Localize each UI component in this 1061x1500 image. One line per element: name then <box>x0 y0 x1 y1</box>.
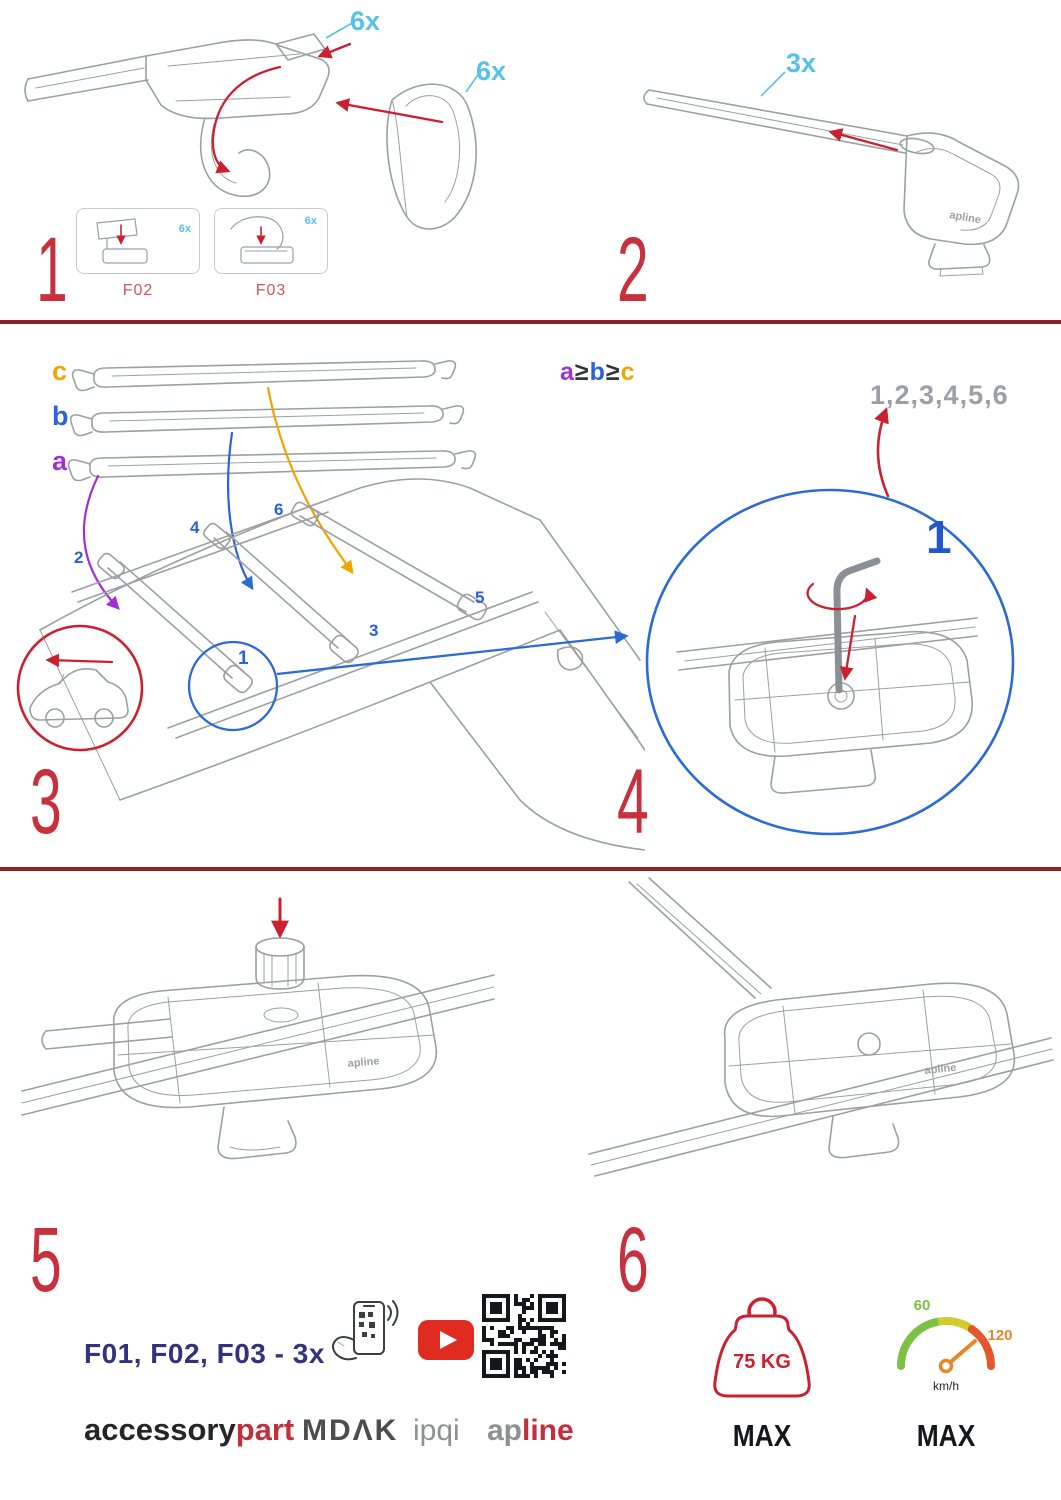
leader-lines <box>325 21 481 93</box>
formula-ge: ≥ <box>574 358 590 386</box>
step-number-6: 6 <box>617 1209 649 1311</box>
clamp-detail-drawing <box>676 617 978 794</box>
weight-value: 75 KG <box>733 1351 791 1373</box>
leader-a <box>82 474 120 610</box>
tighten-sequence: 1,2,3,4,5,6 <box>870 380 1009 410</box>
rotate-arrow <box>806 582 878 611</box>
formula-b: b <box>589 358 606 386</box>
callout-circle <box>187 640 279 732</box>
zoom-arrow <box>276 630 629 676</box>
step4-illustration <box>645 488 1015 836</box>
bar-label-c: c <box>52 356 68 386</box>
step-number-2: 2 <box>617 219 649 321</box>
position-3: 3 <box>369 621 379 640</box>
assembly-arrows <box>211 42 444 174</box>
speed-max-label: MAX <box>916 1418 976 1453</box>
position-5: 5 <box>475 588 485 607</box>
step-number-4: 4 <box>617 751 649 853</box>
part-box-f03: 6x <box>214 208 328 274</box>
callout-number: 1 <box>926 511 952 563</box>
step-number-5: 5 <box>30 1209 62 1311</box>
step2-illustration: apline <box>643 71 1020 277</box>
zoom-circle <box>645 488 1015 836</box>
bar-label-a: a <box>52 446 68 476</box>
part-code-label: F02 <box>122 282 154 299</box>
formula-ge: ≥ <box>605 358 621 386</box>
speed-unit-label: km/h <box>933 1379 959 1393</box>
apline-logo-small: apline <box>948 209 981 226</box>
brand-line-text: line <box>522 1414 574 1447</box>
leader-line <box>760 71 786 97</box>
speed-low-label: 60 <box>914 1297 931 1314</box>
section-divider <box>0 867 1061 871</box>
qr-code-icon <box>482 1294 566 1378</box>
step-number-1: 1 <box>36 219 68 321</box>
length-formula: a≥b≥c <box>560 358 636 387</box>
installed-clamp-illustration: apline <box>588 877 1054 1177</box>
step-number-3: 3 <box>30 751 62 853</box>
apline-logo-small: apline <box>924 1062 957 1077</box>
brand-part-text: part <box>235 1412 295 1447</box>
brand-ap-text: ap <box>487 1414 523 1447</box>
speedometer-icon: 60 120 km/h <box>897 1297 1013 1393</box>
quantity-label: 3x <box>786 48 817 78</box>
section-divider <box>0 320 1061 324</box>
bar-label-b: b <box>52 401 69 431</box>
crossbar-drawing <box>643 89 1020 277</box>
brand-accessorypart: accessorypart <box>84 1412 294 1448</box>
sequence-arrow <box>874 407 890 498</box>
quantity-label: 6x <box>178 223 191 235</box>
step3-illustration <box>16 360 645 851</box>
part-box-f02: 6x <box>76 208 200 274</box>
step1-illustration <box>24 21 481 230</box>
formula-a: a <box>560 358 575 386</box>
phone-scan-icon <box>332 1300 399 1361</box>
crossbar-b <box>69 405 465 437</box>
allen-key <box>833 557 881 694</box>
position-6: 6 <box>274 500 284 519</box>
youtube-icon <box>418 1320 474 1360</box>
brand-mdak: MDΛK <box>302 1414 399 1447</box>
installed-clamp-drawing <box>588 877 1054 1177</box>
brand-apline: apline <box>487 1414 574 1448</box>
leader-c <box>266 386 354 575</box>
quantity-label: 6x <box>304 215 317 227</box>
position-4: 4 <box>190 518 200 537</box>
crossbar-a <box>67 450 477 482</box>
car-roof-drawing <box>39 478 645 851</box>
step5-illustration: apline <box>21 897 495 1160</box>
position-1: 1 <box>238 648 249 669</box>
clamp-knob-drawing <box>21 937 495 1160</box>
insert-arrow <box>828 128 899 152</box>
weight-limit-icon: 75 KG <box>713 1297 811 1398</box>
crossbar-c <box>71 360 457 392</box>
quantity-label: 6x <box>350 6 381 36</box>
brand-accessory-text: accessory <box>84 1412 236 1447</box>
direction-arrow <box>45 653 114 668</box>
quantity-label: 6x <box>476 56 507 86</box>
brand-ipqi: ipqi <box>413 1414 460 1447</box>
part-code-label: F03 <box>255 282 287 299</box>
car-direction-inset <box>16 624 144 752</box>
weight-max-label: MAX <box>732 1418 792 1453</box>
speed-high-label: 120 <box>987 1327 1012 1344</box>
clamp-drawing <box>24 33 477 230</box>
part-f03-drawing <box>230 216 294 264</box>
part-f02-drawing <box>96 218 148 264</box>
parts-quantity-line: F01, F02, F03 - 3x <box>84 1338 325 1369</box>
position-2: 2 <box>74 548 84 567</box>
formula-c: c <box>620 358 636 386</box>
press-arrow <box>839 614 857 681</box>
apline-logo-small: apline <box>347 1055 380 1070</box>
leader-b <box>227 431 254 591</box>
